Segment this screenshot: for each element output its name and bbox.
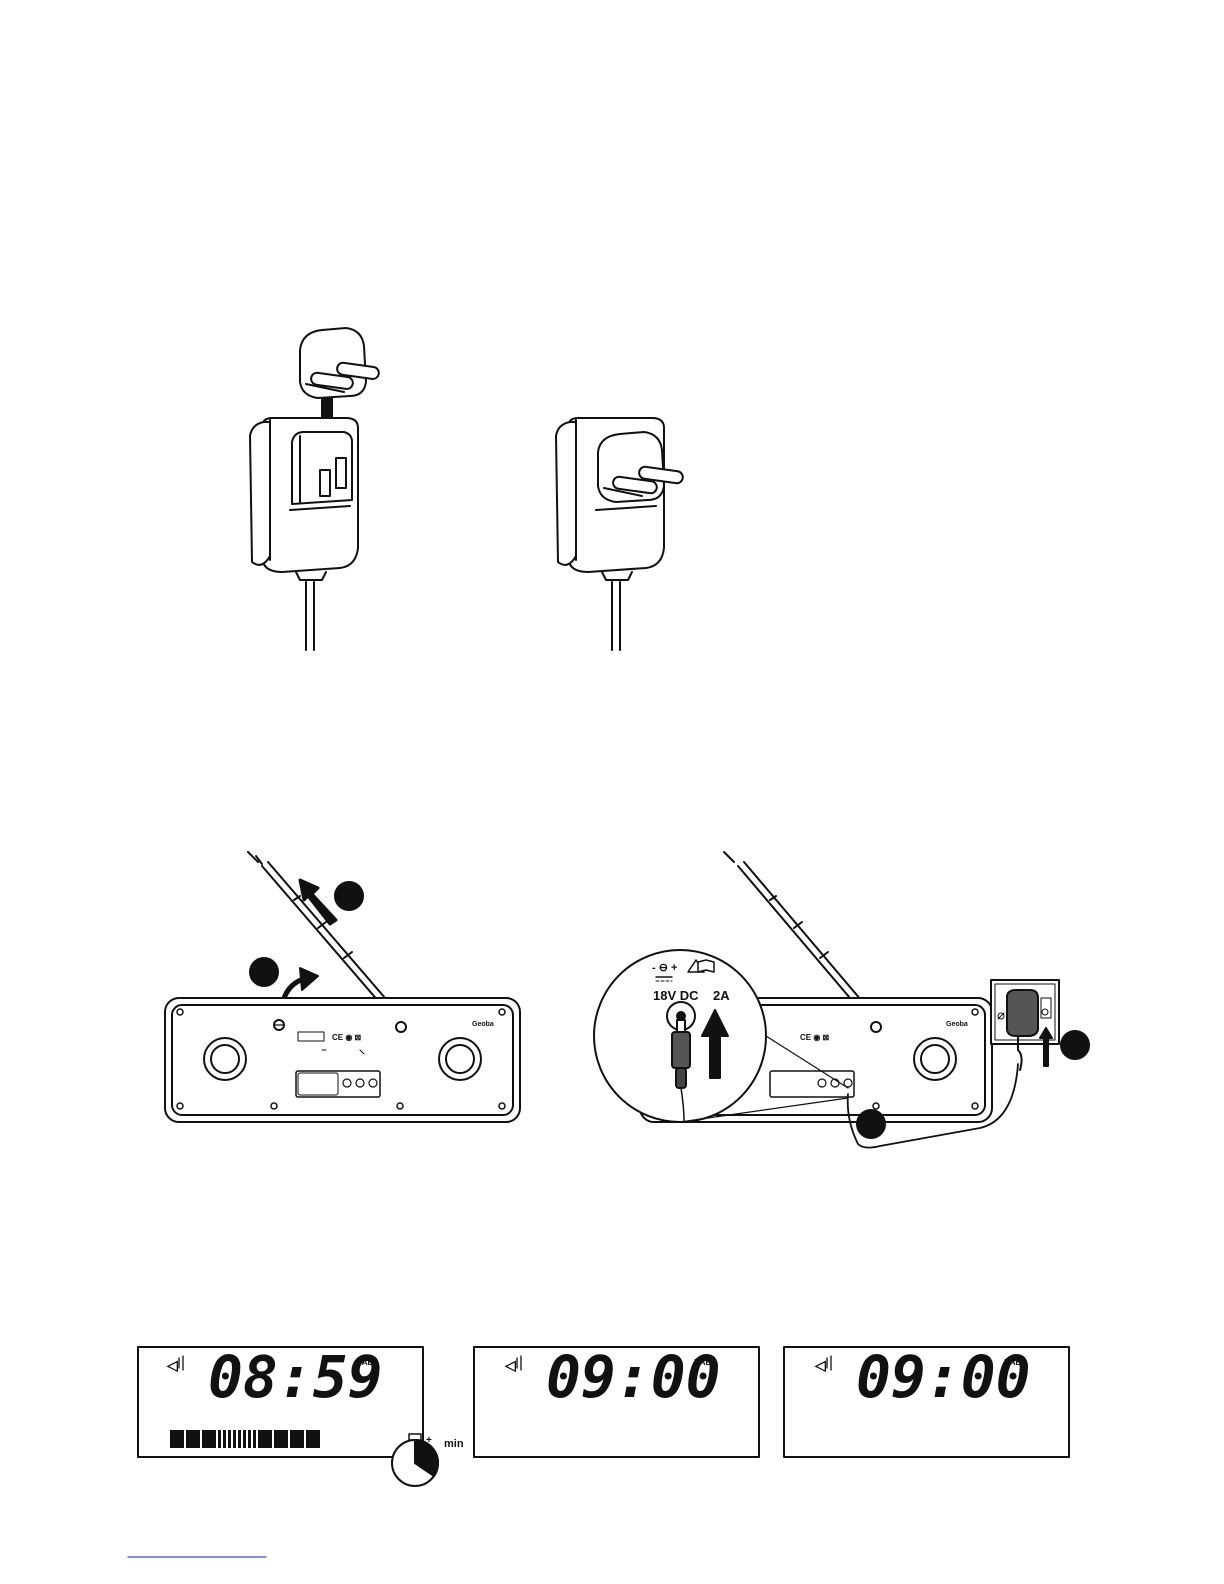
svg-text:- ⊖ +: - ⊖ +	[652, 962, 677, 974]
progress-segment	[253, 1430, 256, 1448]
adapter-with-plug-attached	[556, 418, 684, 650]
timer-sign: +	[426, 1435, 432, 1446]
source-label: DAB	[1004, 1358, 1022, 1367]
voltage-label: 18V DC	[653, 988, 699, 1003]
brand-label: Geoba	[946, 1021, 968, 1028]
step-marker-circle	[335, 882, 363, 910]
up-arrow-icon	[1040, 1028, 1052, 1066]
progress-segment	[238, 1430, 241, 1448]
current-label: 2A	[713, 988, 730, 1003]
progress-segment	[202, 1430, 216, 1448]
radio-back-power-step: CE ◉ ⊠ Geoba - ⊖ + 18V DC 2A	[594, 852, 1089, 1148]
clock-time: 08:59	[208, 1343, 383, 1411]
lcd-display-2: ◁ 09:00 DAB	[474, 1343, 759, 1457]
clock-time: 09:00	[546, 1343, 721, 1411]
timer-unit: min	[444, 1438, 464, 1450]
step-marker-circle	[250, 958, 278, 986]
progress-bar	[170, 1430, 320, 1448]
progress-segment	[243, 1430, 246, 1448]
progress-segment	[258, 1430, 272, 1448]
progress-segment	[274, 1430, 288, 1448]
source-label: DAB	[694, 1358, 712, 1367]
radio-back-antenna-step: CE ◉ ⊠ Geoba	[165, 852, 520, 1122]
progress-segment	[233, 1430, 236, 1448]
progress-segment	[248, 1430, 251, 1448]
radio-housing	[165, 998, 520, 1122]
svg-text:◁: ◁	[504, 1357, 516, 1373]
svg-text:◁: ◁	[814, 1357, 826, 1373]
source-label: DAB	[356, 1358, 374, 1367]
wall-socket	[991, 980, 1089, 1070]
progress-segment	[306, 1430, 320, 1448]
progress-segment	[223, 1430, 226, 1448]
lcd-display-3: ◁ 09:00 DAB	[784, 1343, 1069, 1457]
step-marker-circle	[857, 1110, 885, 1138]
svg-text:CE ◉ ⊠: CE ◉ ⊠	[332, 1033, 362, 1042]
lcd-display-1: ◁ 08:59 DAB	[138, 1343, 423, 1457]
svg-text:CE ◉ ⊠: CE ◉ ⊠	[800, 1033, 830, 1042]
svg-text:◁: ◁	[166, 1357, 178, 1373]
brand-label: Geoba	[472, 1021, 494, 1028]
plug-insert	[300, 328, 380, 398]
power-adapter	[1007, 990, 1038, 1036]
progress-segment	[170, 1430, 184, 1448]
clock-time: 09:00	[856, 1343, 1031, 1411]
step-marker-circle	[1061, 1031, 1089, 1059]
adapter-with-plug-detached	[250, 328, 380, 650]
progress-segment	[228, 1430, 231, 1448]
progress-segment	[290, 1430, 304, 1448]
progress-segment	[186, 1430, 200, 1448]
progress-segment	[218, 1430, 221, 1448]
